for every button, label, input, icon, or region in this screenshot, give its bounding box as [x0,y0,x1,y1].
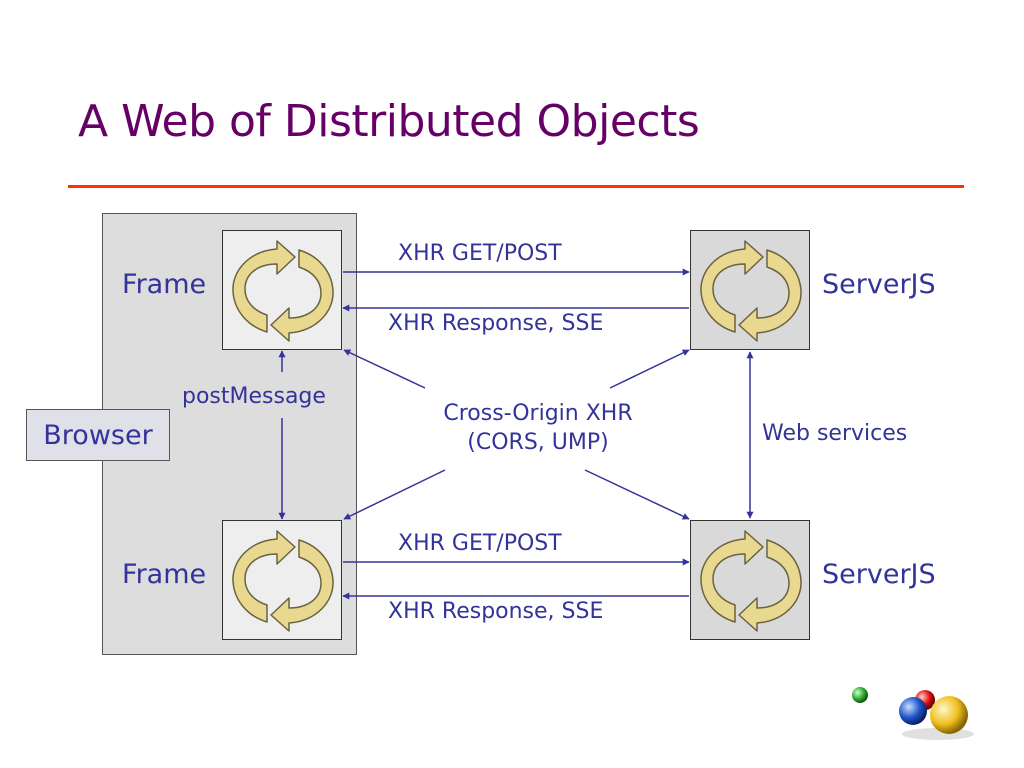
title-divider [68,185,964,188]
cross-origin-label: Cross-Origin XHR (CORS, UMP) [418,400,658,457]
arrow-cors-server-bottom [584,469,690,520]
cross-origin-line-1: Cross-Origin XHR [443,401,633,426]
arrow-cors-frame-top [343,349,426,389]
server-top-label: ServerJS [822,269,936,300]
arrow-cors-frame-bottom [343,469,446,520]
frame-top-node [222,230,342,350]
top-request-label: XHR GET/POST [398,241,562,266]
frame-bottom-label: Frame [122,559,207,590]
top-response-label: XHR Response, SSE [388,311,604,336]
server-top-node [690,230,810,350]
postmessage-label: postMessage [182,384,326,409]
web-services-label: Web services [762,421,908,446]
cross-origin-line-2: (CORS, UMP) [467,429,609,455]
bottom-request-label: XHR GET/POST [398,531,562,556]
frame-bottom-node [222,520,342,640]
arrow-cors-server-top [609,349,690,389]
browser-label: Browser [26,409,170,461]
server-bottom-node [690,520,810,640]
frame-top-label: Frame [122,269,207,300]
colored-spheres-logo [852,687,974,740]
slide-title: A Web of Distributed Objects [78,96,700,147]
server-bottom-label: ServerJS [822,559,936,590]
bottom-response-label: XHR Response, SSE [388,599,604,624]
